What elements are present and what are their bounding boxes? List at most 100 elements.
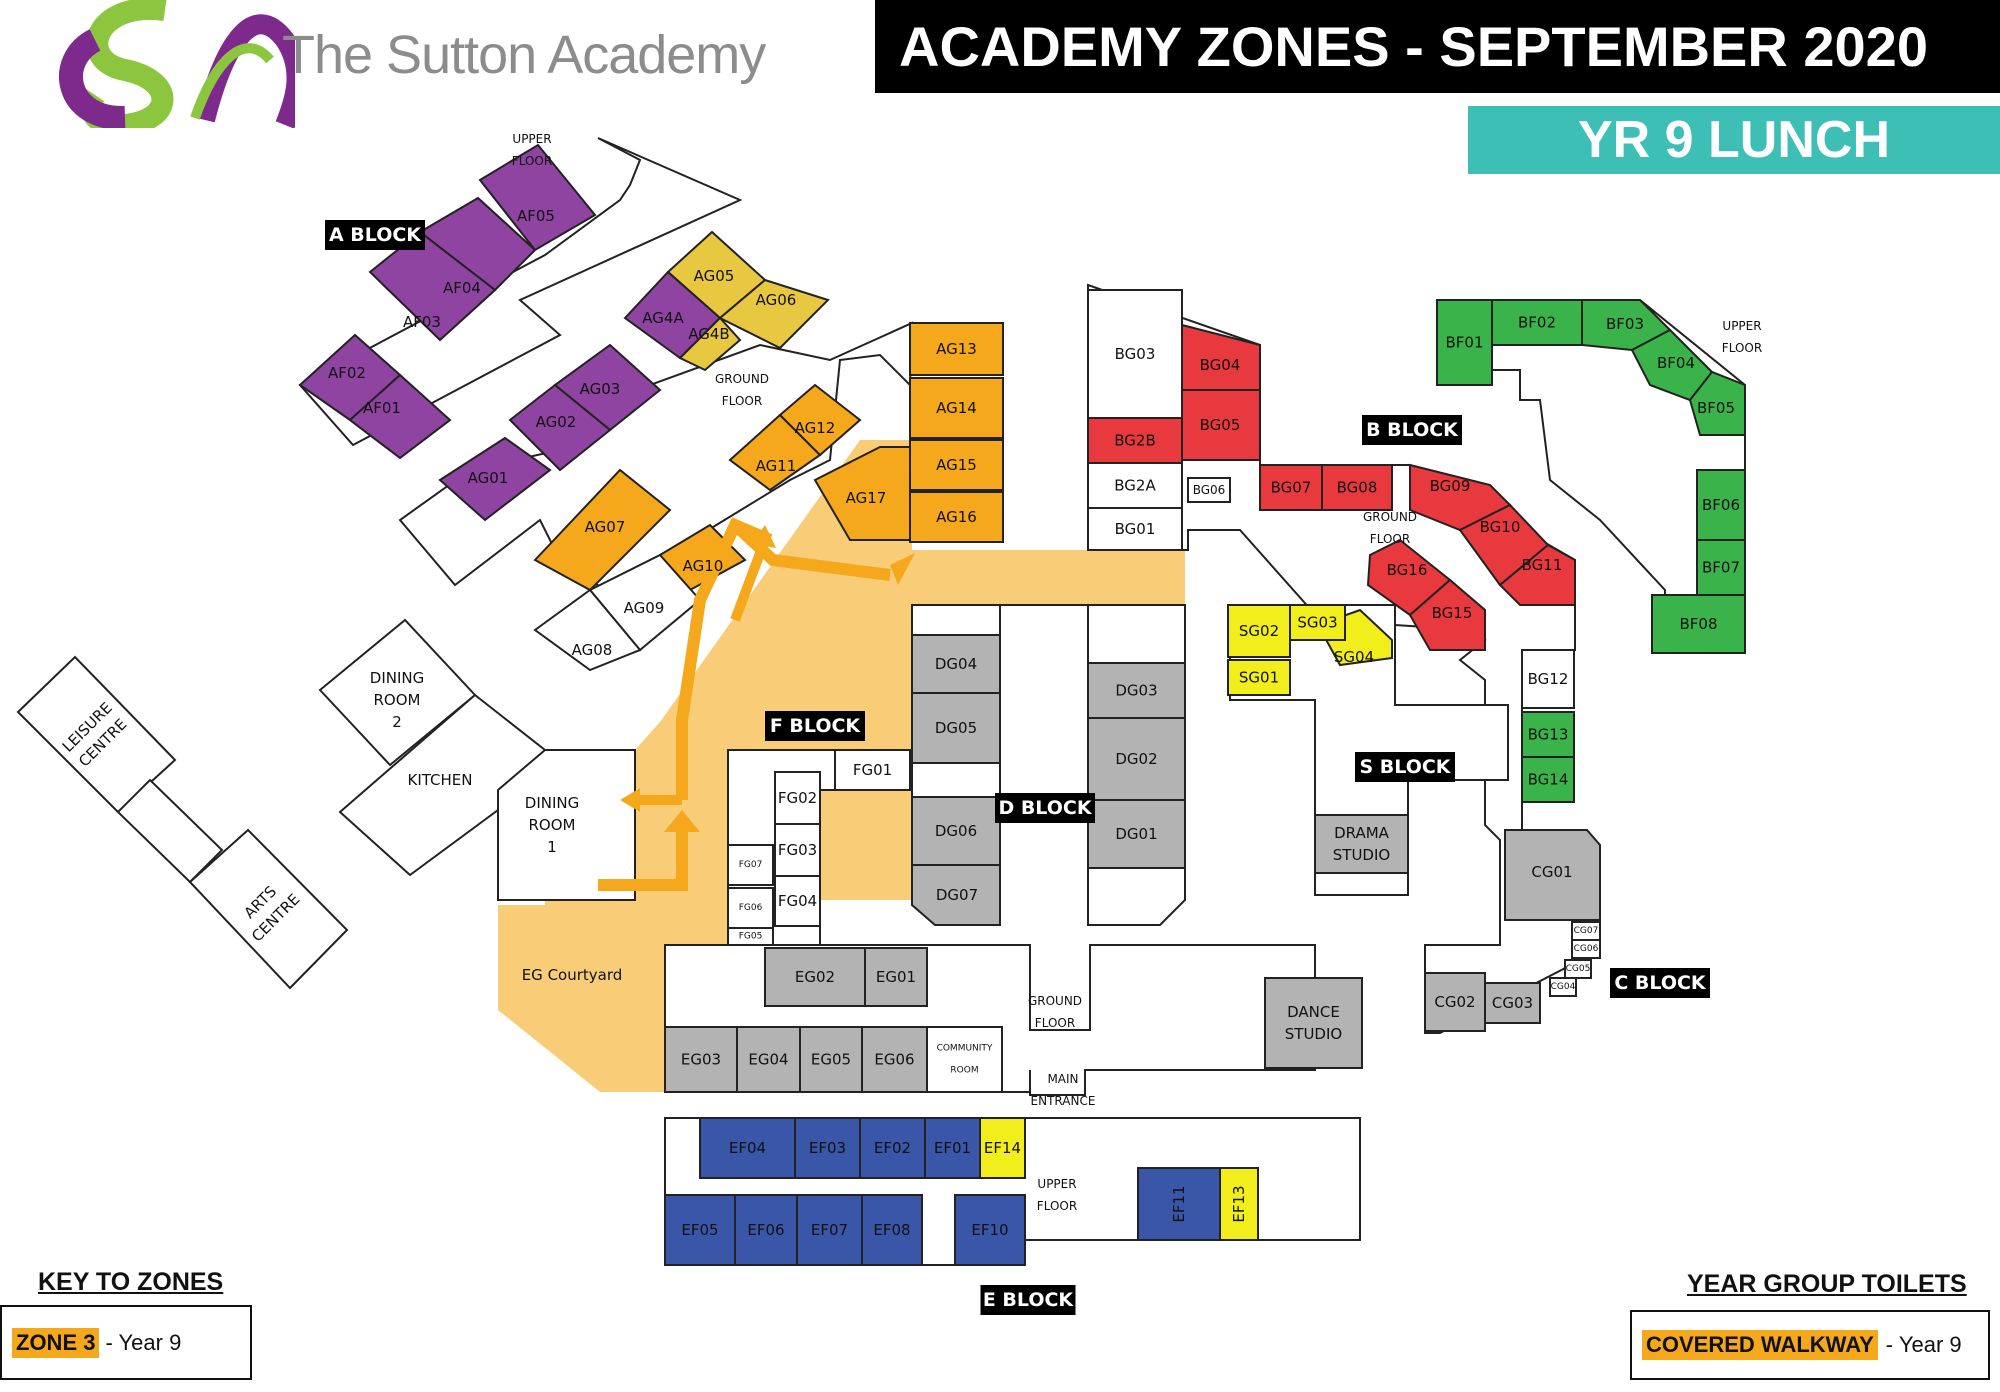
room-ef02	[859, 1117, 926, 1179]
room-dg06	[911, 796, 1001, 866]
room-label-ef11: EF11	[1170, 1185, 1188, 1222]
room-label-cg05: CG05	[1566, 964, 1591, 974]
block-badge-a	[325, 220, 425, 250]
room-label-ag4a: AG4A	[642, 309, 684, 327]
room-ag07	[533, 468, 672, 592]
leisure-centre	[16, 655, 177, 814]
page-title: ACADEMY ZONES - SEPTEMBER 2020	[875, 0, 2000, 93]
room-cg04	[1549, 977, 1577, 997]
toilets-box: COVERED WALKWAY - Year 9	[1630, 1310, 1990, 1380]
room-label-ag4b: AG4B	[688, 325, 729, 343]
block-badge-e	[980, 1285, 1076, 1315]
block-label-e: E BLOCK	[983, 1289, 1075, 1311]
room-label-ag17: AG17	[846, 489, 887, 507]
dining-room-1	[497, 749, 636, 901]
room-ef11	[1137, 1167, 1221, 1241]
room-sg03	[1289, 604, 1346, 641]
school-logo	[59, 0, 295, 128]
room-label-ef14: EF14	[984, 1139, 1021, 1157]
room-label-bf03: BF03	[1606, 315, 1644, 333]
room-dance	[1264, 977, 1363, 1069]
room-ag16	[909, 491, 1004, 543]
room-dg05	[911, 692, 1001, 764]
leisure-arts-link	[116, 778, 224, 884]
arts-centre	[188, 828, 349, 990]
room-label-bg06: BG06	[1193, 483, 1226, 497]
room-label-ag09: AG09	[624, 599, 665, 617]
room-label-bg07: BG07	[1271, 479, 1312, 497]
room-label-eg02: EG02	[795, 968, 835, 986]
room-ag15	[909, 439, 1004, 491]
room-label-dg06: DG06	[935, 822, 977, 840]
room-label-fg04: FG04	[778, 892, 817, 910]
room-label-eg05: EG05	[811, 1051, 851, 1069]
room-label-cg02: CG02	[1434, 993, 1475, 1011]
room-label-ag07: AG07	[585, 518, 626, 536]
room-ag02	[508, 383, 612, 472]
room-eg01	[864, 947, 928, 1007]
room-label-fg02: FG02	[778, 789, 817, 807]
room-label-cg04: CG04	[1551, 982, 1576, 992]
kitchen	[338, 693, 547, 877]
room-label-dg02: DG02	[1115, 750, 1157, 768]
room-label-af02: AF02	[328, 364, 366, 382]
room-label-ef03: EF03	[809, 1139, 846, 1157]
room-dg04	[911, 634, 1001, 694]
room-label-sg01: SG01	[1239, 669, 1279, 687]
room-label-af03: AF03	[403, 313, 441, 331]
room-bg13	[1521, 711, 1575, 758]
room-label-ef10: EF10	[971, 1221, 1008, 1239]
courtyard-label: EG Courtyard	[522, 966, 623, 984]
room-label-fg05: FG05	[739, 932, 763, 942]
room-label-bf01: BF01	[1445, 334, 1483, 352]
room-label-af01: AF01	[363, 399, 401, 417]
room-label-ef06: EF06	[747, 1221, 784, 1239]
room-label-ef08: EF08	[873, 1221, 910, 1239]
room-label-bg2b: BG2B	[1114, 432, 1155, 450]
room-bf08	[1651, 594, 1746, 654]
room-bg03	[1087, 289, 1183, 419]
room-ef03	[794, 1117, 861, 1179]
room-bg08	[1321, 464, 1393, 511]
room-ef01	[924, 1117, 981, 1179]
room-label-bf08: BF08	[1679, 615, 1717, 633]
room-label-bg14: BG14	[1528, 771, 1569, 789]
room-label-bg16: BG16	[1387, 561, 1428, 579]
walkway-swatch: COVERED WALKWAY	[1642, 1330, 1878, 1360]
school-name: The Sutton Academy	[282, 25, 766, 85]
room-label-eg06: EG06	[874, 1051, 914, 1069]
room-dg02	[1087, 717, 1186, 801]
room-sg02	[1227, 604, 1291, 658]
room-ef06	[734, 1194, 798, 1266]
room-label-fg06: FG06	[739, 903, 763, 913]
room-bg15	[1408, 578, 1486, 651]
room-ag14	[909, 377, 1004, 439]
room-label-ag16: AG16	[936, 508, 977, 526]
room-ag12	[778, 383, 862, 457]
room-fg07	[727, 844, 774, 886]
room-label-cg03: CG03	[1492, 994, 1533, 1012]
room-label-ag06: AG06	[756, 291, 797, 309]
room-sg01	[1227, 659, 1291, 696]
room-label-af05: AF05	[517, 207, 555, 225]
room-community	[926, 1026, 1003, 1093]
room-fg03	[774, 823, 821, 877]
room-label-ag11: AG11	[756, 457, 797, 475]
room-label-dg01: DG01	[1115, 825, 1157, 843]
room-eg05	[799, 1026, 863, 1093]
room-label-sg02: SG02	[1239, 622, 1279, 640]
room-bg11	[1498, 543, 1576, 606]
room-label-ag08: AG08	[572, 641, 613, 659]
room-ef08	[861, 1194, 923, 1266]
block-badge-b	[1362, 415, 1462, 445]
room-ag13	[909, 322, 1004, 376]
walkway-desc: - Year 9	[1885, 1332, 1962, 1357]
